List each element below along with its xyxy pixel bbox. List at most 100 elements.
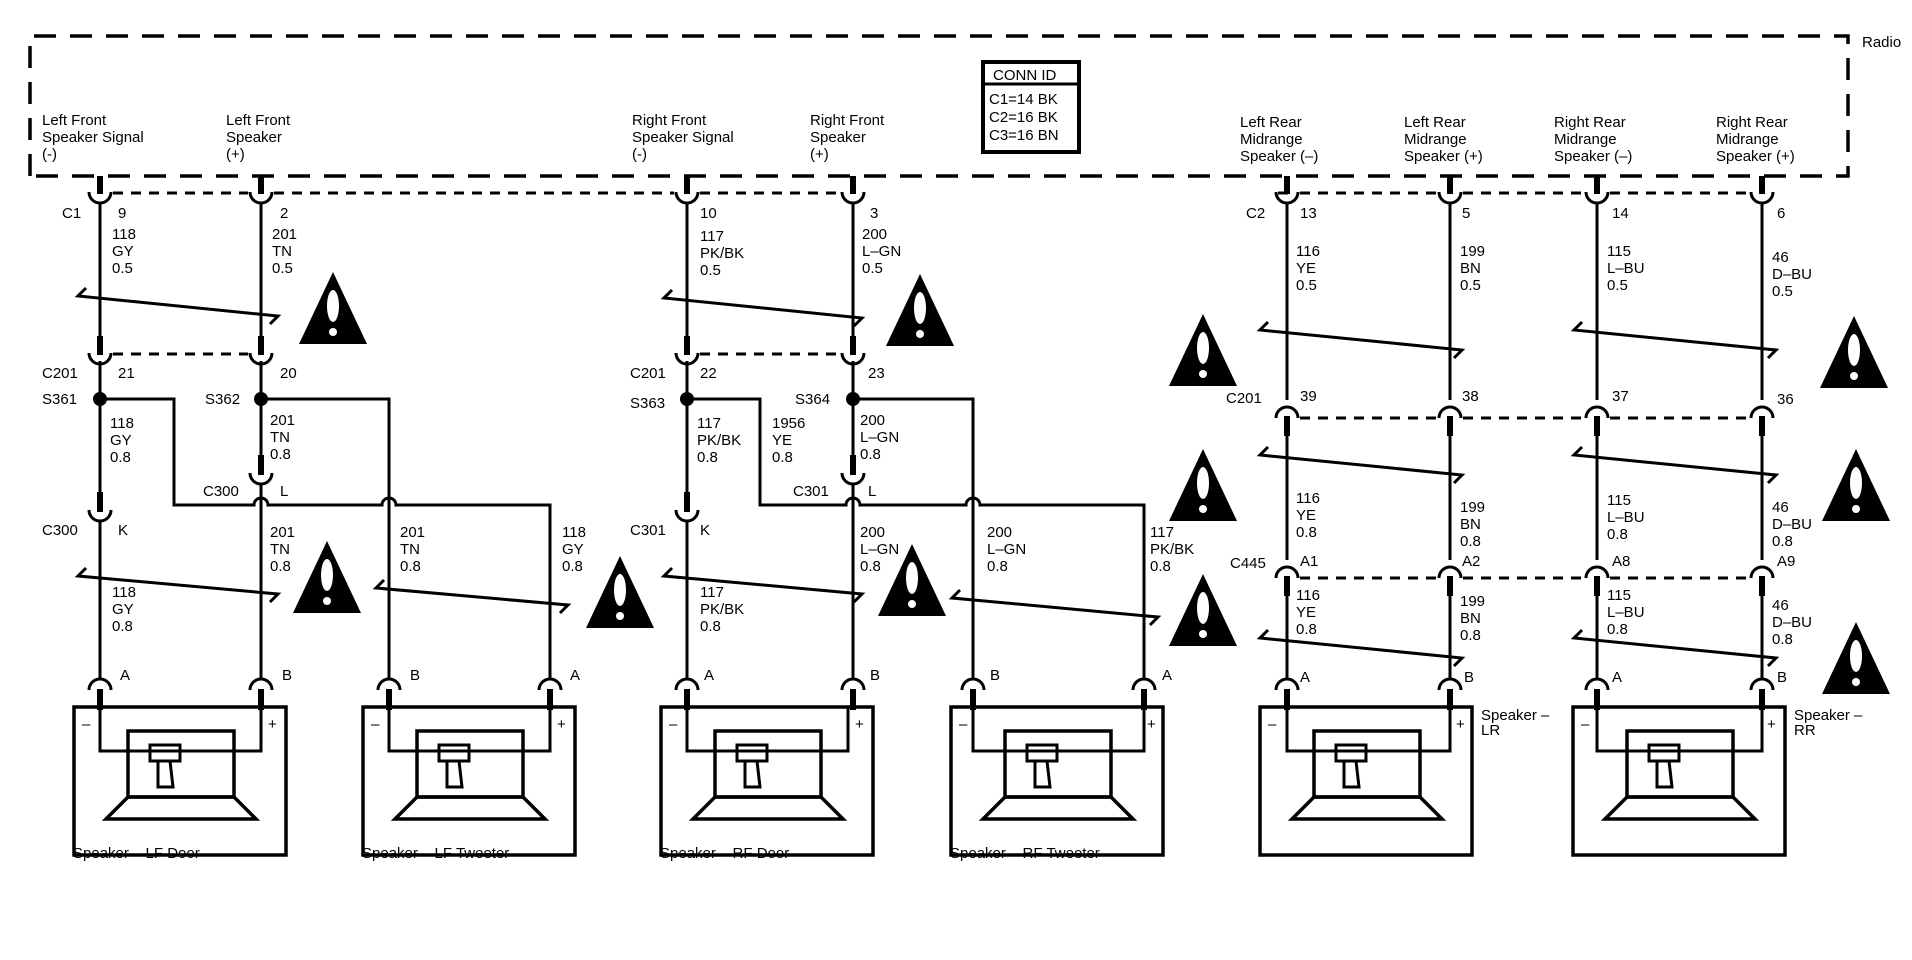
wire-gauge: 0.8 (1460, 533, 1481, 550)
wire-gauge: 0.8 (860, 446, 881, 463)
wire-circuit: 118 (112, 226, 136, 243)
pin-number: 2 (280, 205, 288, 222)
plus-terminal: + (1456, 716, 1465, 733)
pin-number: 10 (700, 205, 717, 222)
wire-gauge: 0.8 (987, 558, 1008, 575)
pin-number: A (1300, 669, 1310, 686)
connector-c1-label: C1 (62, 205, 81, 222)
wire-circuit: 118 (112, 584, 136, 601)
minus-terminal: – (959, 716, 968, 733)
speaker-rr-label: Speaker – (1794, 707, 1863, 724)
splice-s364-label: S364 (795, 391, 830, 408)
radio-connector-c1-c2 (87, 176, 1775, 205)
speaker-icon (659, 705, 875, 857)
wire-circuit: 200 (860, 412, 885, 429)
connector-c2-label: C2 (1246, 205, 1265, 222)
pin-number: 13 (1300, 205, 1317, 222)
pin-number: 5 (1462, 205, 1470, 222)
wire-color: BN (1460, 260, 1481, 277)
wire-circuit: 116 (1296, 243, 1320, 260)
wire-gauge: 0.5 (862, 260, 883, 277)
wire-color: PK/BK (697, 432, 741, 449)
wire-color: D–BU (1772, 614, 1812, 631)
splice-s363-label: S363 (630, 395, 665, 412)
wire-circuit: 200 (860, 524, 885, 541)
wire-circuit: 201 (400, 524, 425, 541)
pin-label-line: Speaker (+) (1404, 148, 1483, 165)
minus-terminal: – (669, 716, 678, 733)
pin-number: B (870, 667, 880, 684)
wire-color: L–GN (860, 541, 899, 558)
minus-terminal: – (1268, 716, 1277, 733)
wire-gauge: 0.5 (272, 260, 293, 277)
wire-circuit: 46 (1772, 249, 1789, 266)
wire-gauge: 0.8 (1296, 621, 1317, 638)
pin-label-line: Speaker Signal (632, 129, 734, 146)
pin-number: 37 (1612, 388, 1629, 405)
wire-color: D–BU (1772, 266, 1812, 283)
connector-c300-label: C300 (203, 483, 239, 500)
wire-circuit: 117 (700, 584, 724, 601)
conn-id-title: CONN ID (993, 67, 1057, 84)
wire-gauge: 0.8 (697, 449, 718, 466)
wire-color: TN (270, 429, 290, 446)
wire-gauge: 0.8 (1772, 533, 1793, 550)
warning-icon (1820, 316, 1888, 388)
wire-color: YE (1296, 507, 1316, 524)
pin-label-line: (+) (810, 146, 829, 163)
pin-number: A9 (1777, 553, 1795, 570)
pin-label-line: Right Rear (1554, 114, 1626, 131)
svg-text:Speaker –RR: Speaker –RR (1794, 707, 1863, 739)
wire-gauge: 0.5 (1460, 277, 1481, 294)
wire-circuit: 200 (862, 226, 887, 243)
warning-icon (586, 556, 654, 628)
left-front-lower-wires (74, 361, 572, 680)
wire-circuit: 117 (1150, 524, 1174, 541)
warning-icon (1169, 574, 1237, 646)
speaker-rr: – + (1571, 705, 1787, 857)
speaker-lf-tweeter: – + (361, 705, 577, 857)
speaker-icon (1258, 705, 1474, 857)
wire-circuit: 201 (270, 524, 295, 541)
wire-gauge: 0.8 (1460, 627, 1481, 644)
wire-gauge: 0.8 (270, 558, 291, 575)
speaker-rf-door-label: Speaker – RF Door (660, 845, 789, 862)
pin-number: A (1612, 669, 1622, 686)
wire-color: PK/BK (700, 245, 744, 262)
pin-label-line: Midrange (1240, 131, 1303, 148)
pin-number: 20 (280, 365, 297, 382)
wire-color: GY (112, 243, 134, 260)
splice-s361-label: S361 (42, 391, 77, 408)
connector-c301-label: C301 (630, 522, 666, 539)
speaker-lf-door: – + (72, 705, 288, 857)
wire-circuit: 46 (1772, 597, 1789, 614)
pin-label-line: Left Rear (1404, 114, 1466, 131)
pin-number: 36 (1777, 391, 1794, 408)
wire-gauge: 0.8 (1772, 631, 1793, 648)
svg-text:46D–BU0.8: 46D–BU0.8 (1772, 597, 1812, 648)
pin-number: L (868, 483, 876, 500)
wire-color: L–GN (987, 541, 1026, 558)
wire-gauge: 0.5 (1607, 277, 1628, 294)
speaker-lr-label: Speaker – (1481, 707, 1550, 724)
pin-label-line: Speaker (810, 129, 866, 146)
wire-color: YE (772, 432, 792, 449)
plus-terminal: + (1767, 716, 1776, 733)
wire-color: D–BU (1772, 516, 1812, 533)
pin-number: B (410, 667, 420, 684)
wire-circuit: 116 (1296, 490, 1320, 507)
